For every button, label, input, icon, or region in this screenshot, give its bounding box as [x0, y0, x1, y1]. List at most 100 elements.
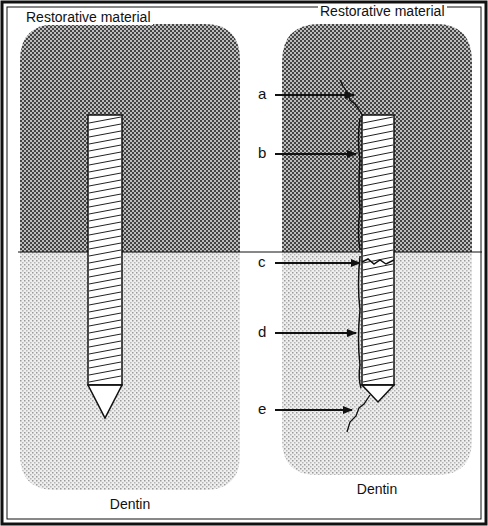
thread-stroke	[89, 131, 121, 137]
thread-stroke	[89, 264, 121, 270]
thread-stroke	[363, 348, 393, 354]
thread-stroke	[363, 208, 393, 214]
thread-stroke	[89, 201, 121, 207]
thread-stroke	[89, 194, 121, 200]
thread-stroke	[363, 341, 393, 347]
leader-arrow	[275, 94, 354, 96]
thread-stroke	[89, 362, 121, 368]
thread-stroke	[89, 313, 121, 319]
thread-stroke	[89, 229, 121, 235]
fracture-c	[362, 259, 394, 264]
callout-letter: b	[258, 145, 266, 162]
thread-stroke	[363, 187, 393, 193]
thread-stroke	[89, 257, 121, 263]
thread-stroke	[363, 257, 393, 263]
thread-stroke	[89, 124, 121, 130]
thread-stroke	[89, 173, 121, 179]
thread-stroke	[363, 117, 393, 123]
thread-stroke	[363, 327, 393, 333]
region-label: Dentin	[110, 497, 150, 512]
thread-stroke	[363, 320, 393, 326]
thread-stroke	[363, 306, 393, 312]
thread-stroke	[363, 222, 393, 228]
leader-arrow	[275, 409, 352, 411]
thread-stroke	[89, 327, 121, 333]
restorative-region	[20, 24, 240, 252]
leader-arrow	[275, 332, 356, 334]
thread-stroke	[363, 285, 393, 291]
thread-stroke	[363, 271, 393, 277]
thread-stroke	[89, 306, 121, 312]
thread-stroke	[89, 348, 121, 354]
thread-stroke	[89, 180, 121, 186]
thread-stroke	[363, 138, 393, 144]
thread-stroke	[89, 250, 121, 256]
thread-stroke	[89, 320, 121, 326]
leader-arrow	[275, 153, 356, 155]
thread-stroke	[363, 180, 393, 186]
callout-letter: c	[258, 254, 266, 271]
thread-stroke	[363, 215, 393, 221]
thread-stroke	[89, 271, 121, 277]
thread-stroke	[363, 376, 393, 382]
gap-d	[359, 256, 362, 388]
thread-stroke	[363, 166, 393, 172]
thread-stroke	[89, 145, 121, 151]
region-label: Restorative material	[24, 10, 153, 25]
thread-stroke	[363, 173, 393, 179]
thread-stroke	[89, 187, 121, 193]
thread-stroke	[363, 159, 393, 165]
thread-stroke	[89, 334, 121, 340]
thread-stroke	[89, 341, 121, 347]
crack-a	[340, 80, 363, 116]
thread-stroke	[363, 334, 393, 340]
thread-stroke	[363, 313, 393, 319]
thread-stroke	[363, 292, 393, 298]
thread-stroke	[363, 131, 393, 137]
thread-stroke	[89, 138, 121, 144]
thread-stroke	[89, 355, 121, 361]
callout-letter: a	[258, 86, 266, 103]
thread-stroke	[363, 278, 393, 284]
thread-stroke	[89, 243, 121, 249]
thread-stroke	[89, 292, 121, 298]
thread-stroke	[363, 264, 393, 270]
thread-stroke	[363, 229, 393, 235]
thread-stroke	[363, 243, 393, 249]
thread-stroke	[363, 250, 393, 256]
callout-letter: d	[258, 324, 266, 341]
thread-stroke	[89, 278, 121, 284]
thread-stroke	[363, 362, 393, 368]
thread-stroke	[363, 152, 393, 158]
thread-stroke	[363, 124, 393, 130]
leader-arrow	[275, 262, 360, 264]
thread-stroke	[89, 236, 121, 242]
crack-e	[347, 395, 370, 432]
threaded-pins	[88, 115, 394, 418]
thread-stroke	[363, 194, 393, 200]
callout-letter: e	[258, 401, 266, 418]
thread-stroke	[363, 201, 393, 207]
thread-stroke	[363, 236, 393, 242]
thread-stroke	[363, 145, 393, 151]
thread-stroke	[89, 117, 121, 123]
thread-stroke	[89, 166, 121, 172]
region-label: Dentin	[357, 482, 397, 497]
dentin-region	[20, 252, 240, 490]
inner-frame	[7, 7, 481, 519]
thread-stroke	[89, 159, 121, 165]
gap-b	[359, 118, 361, 250]
thread-stroke	[89, 152, 121, 158]
thread-stroke	[363, 299, 393, 305]
thread-stroke	[363, 369, 393, 375]
thread-stroke	[89, 208, 121, 214]
thread-stroke	[89, 222, 121, 228]
thread-stroke	[89, 369, 121, 375]
thread-stroke	[363, 355, 393, 361]
thread-stroke	[89, 299, 121, 305]
region-label: Restorative material	[318, 4, 447, 19]
thread-stroke	[89, 376, 121, 382]
thread-stroke	[89, 285, 121, 291]
